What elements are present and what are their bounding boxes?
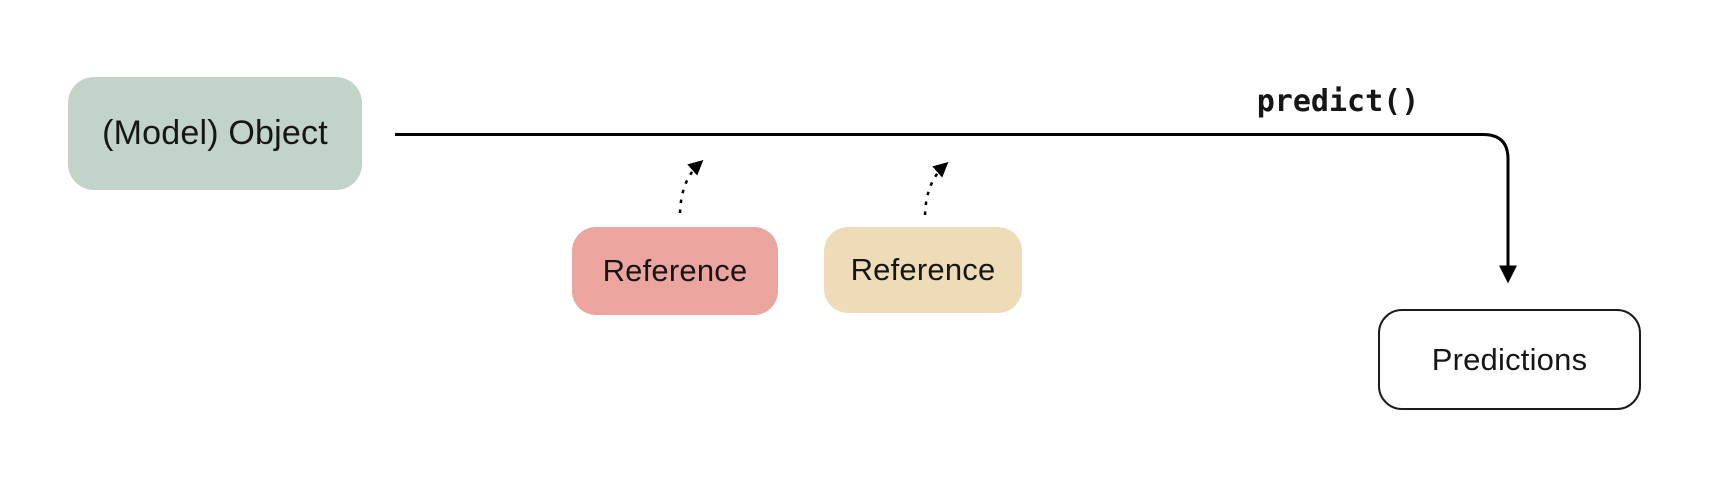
reference-2-dashed-arrow bbox=[923, 161, 949, 216]
predict-method-label: predict() bbox=[1256, 84, 1420, 119]
model-object-label: (Model) Object bbox=[102, 114, 328, 152]
predict-flow-line bbox=[395, 133, 1517, 284]
reference-node-2-label: Reference bbox=[850, 252, 996, 287]
reference-node-2: Reference bbox=[824, 227, 1022, 313]
predictions-node-label: Predictions bbox=[1431, 341, 1588, 377]
reference-1-dashed-arrow bbox=[678, 159, 704, 214]
reference-node-1-label: Reference bbox=[602, 253, 748, 288]
predictions-node: Predictions bbox=[1378, 309, 1641, 410]
model-object-node: (Model) Object bbox=[68, 77, 362, 190]
reference-node-1: Reference bbox=[572, 227, 778, 315]
